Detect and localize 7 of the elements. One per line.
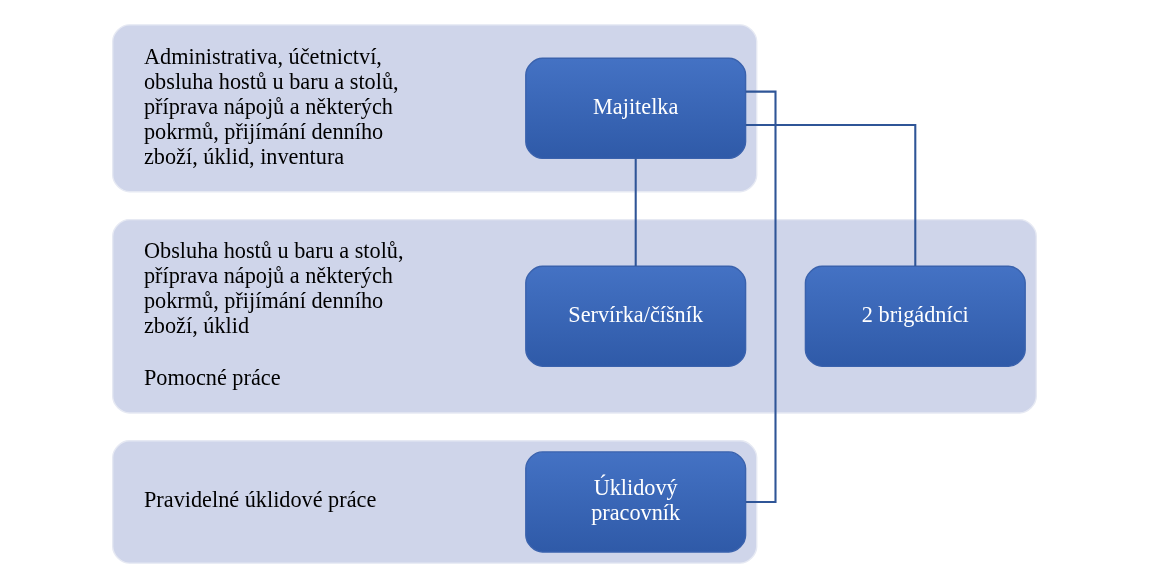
connector [634,158,637,266]
node-box: 2 brigádníci [804,265,1026,368]
connector [745,90,777,503]
node-box: Úklidový pracovník [525,451,747,553]
connector [745,123,917,266]
node-box: Majitelka [525,57,747,160]
node-box: Servírka/číšník [525,265,747,368]
